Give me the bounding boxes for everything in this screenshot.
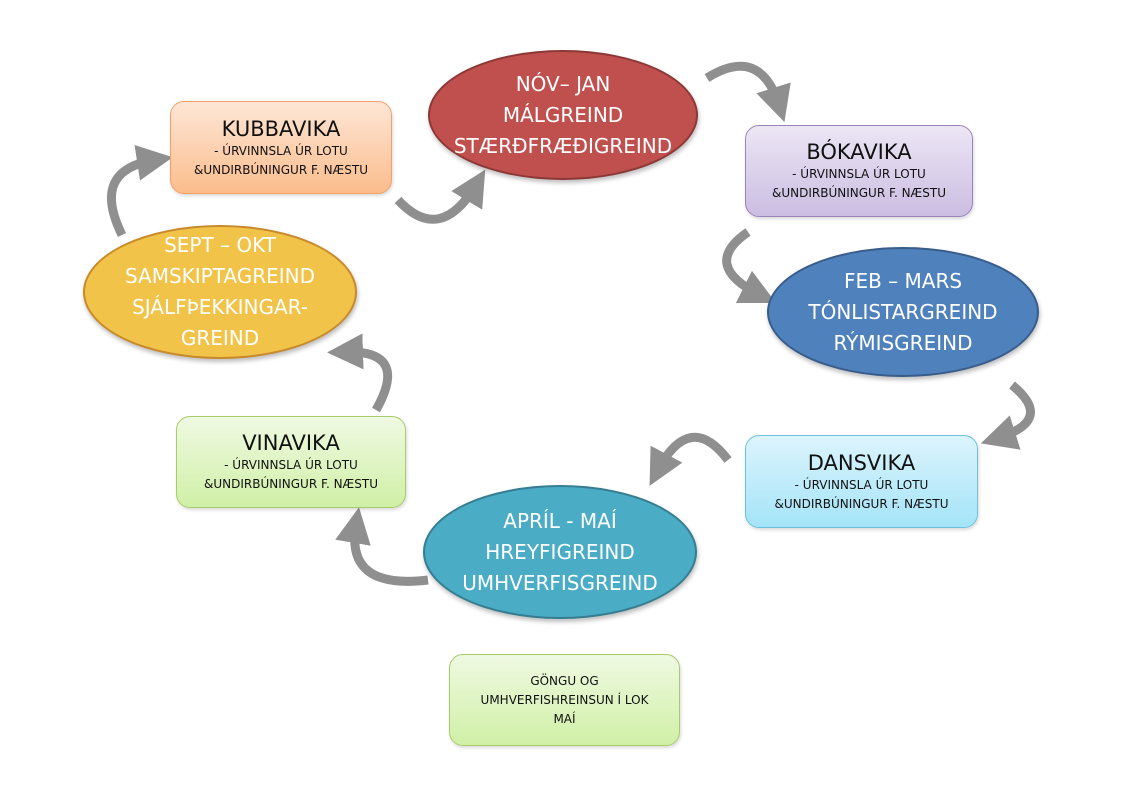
arrow-septokt-to-kubbavika bbox=[107, 144, 173, 237]
vinavika-box: VINAVIKA - ÚRVINNSLA ÚR LOTU &UNDIRBÚNIN… bbox=[176, 416, 406, 508]
arrow-aprilmai-to-vinavika bbox=[335, 507, 429, 586]
vinavika-line2: &UNDIRBÚNINGUR F. NÆSTU bbox=[204, 477, 378, 491]
vinavika-title: VINAVIKA bbox=[242, 431, 340, 455]
arrow-kubbavika-to-novjan bbox=[394, 169, 486, 224]
april-mai-line: HREYFIGREIND bbox=[485, 539, 635, 564]
gongu-line: GÖNGU OG bbox=[530, 673, 599, 688]
feb-mars-line: FEB – MARS bbox=[843, 268, 963, 293]
dansvika-line1: - ÚRVINNSLA ÚR LOTU bbox=[794, 477, 929, 492]
kubbavika-title: KUBBAVIKA bbox=[221, 116, 341, 141]
sept-okt-line: GREIND bbox=[180, 326, 260, 350]
arrow-febmars-to-dansvika bbox=[980, 381, 1035, 450]
feb-mars-ellipse: FEB – MARS TÓNLISTARGREIND RÝMISGREIND bbox=[767, 247, 1039, 377]
bokavika-title: BÓKAVIKA bbox=[806, 140, 912, 164]
sept-okt-line: SJÁLFÞEKKINGAR- bbox=[132, 295, 308, 319]
sept-okt-line: SEPT – OKT bbox=[164, 233, 276, 257]
dansvika-title: DANSVIKA bbox=[807, 450, 916, 475]
april-mai-line: UMHVERFISGREIND bbox=[462, 570, 658, 595]
arrow-novjan-to-bokavika bbox=[704, 61, 791, 123]
dansvika-line2: &UNDIRBÚNINGUR F. NÆSTU bbox=[774, 496, 949, 511]
bokavika-line1: - ÚRVINNSLA ÚR LOTU bbox=[792, 167, 926, 181]
nov-jan-line: STÆRÐFRÆÐIGREIND bbox=[453, 133, 673, 158]
gongu-box: GÖNGU OG UMHVERFISHREINSUN Í LOK MAÍ bbox=[449, 654, 680, 746]
dansvika-box: DANSVIKA - ÚRVINNSLA ÚR LOTU &UNDIRBÚNIN… bbox=[745, 435, 978, 528]
nov-jan-line: MÁLGREIND bbox=[502, 102, 624, 127]
april-mai-ellipse: APRÍL - MAÍ HREYFIGREIND UMHVERFISGREIND bbox=[423, 485, 697, 619]
sept-okt-ellipse: SEPT – OKT SAMSKIPTAGREIND SJÁLFÞEKKINGA… bbox=[83, 225, 357, 359]
vinavika-line1: - ÚRVINNSLA ÚR LOTU bbox=[224, 458, 358, 472]
kubbavika-line2: &UNDIRBÚNINGUR F. NÆSTU bbox=[194, 162, 368, 177]
kubbavika-box: KUBBAVIKA - ÚRVINNSLA ÚR LOTU &UNDIRBÚNI… bbox=[170, 101, 392, 194]
arrow-dansvika-to-aprilmai bbox=[649, 432, 732, 486]
feb-mars-line: RÝMISGREIND bbox=[833, 330, 973, 355]
sept-okt-line: SAMSKIPTAGREIND bbox=[124, 264, 316, 288]
arrow-vinavika-to-septokt bbox=[327, 333, 393, 413]
nov-jan-ellipse: NÓV– JAN MÁLGREIND STÆRÐFRÆÐIGREIND bbox=[428, 50, 698, 180]
bokavika-line2: &UNDIRBÚNINGUR F. NÆSTU bbox=[772, 186, 946, 200]
feb-mars-line: TÓNLISTARGREIND bbox=[808, 299, 998, 324]
gongu-line: MAÍ bbox=[553, 711, 576, 726]
kubbavika-line1: - ÚRVINNSLA ÚR LOTU bbox=[214, 143, 348, 158]
april-mai-line: APRÍL - MAÍ bbox=[503, 508, 617, 533]
gongu-line: UMHVERFISHREINSUN Í LOK bbox=[480, 692, 649, 707]
bokavika-box: BÓKAVIKA - ÚRVINNSLA ÚR LOTU &UNDIRBÚNIN… bbox=[745, 125, 973, 217]
nov-jan-line: NÓV– JAN bbox=[515, 71, 611, 96]
arrow-bokavika-to-febmars bbox=[722, 228, 777, 304]
